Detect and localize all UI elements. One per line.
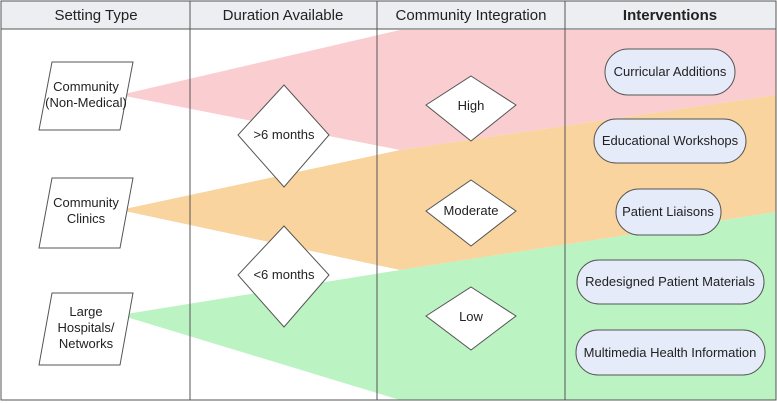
intervention-patient-liaisons: Patient Liaisons [615, 188, 722, 236]
duration-more-than-6-months: >6 months [237, 84, 330, 188]
svg-text:Curricular Additions: Curricular Additions [614, 64, 727, 79]
svg-text:Hospitals/: Hospitals/ [57, 320, 114, 335]
svg-text:High: High [458, 98, 485, 113]
setting-community-non-medical: Community (Non-Medical) [38, 61, 134, 131]
svg-text:>6 months: >6 months [253, 127, 315, 142]
svg-text:(Non-Medical): (Non-Medical) [45, 95, 127, 110]
svg-text:Redesigned Patient Materials: Redesigned Patient Materials [585, 274, 755, 289]
svg-text:Multimedia Health Information: Multimedia Health Information [584, 345, 757, 360]
svg-text:Clinics: Clinics [67, 211, 106, 226]
svg-text:Patient Liaisons: Patient Liaisons [622, 204, 714, 219]
integration-low: Low [425, 286, 517, 351]
setting-community-clinics: Community Clinics [38, 177, 134, 249]
setting-large-hospitals-networks: Large Hospitals/ Networks [38, 292, 134, 366]
intervention-redesigned-patient-materials: Redesigned Patient Materials [576, 259, 765, 305]
intervention-multimedia-health-information: Multimedia Health Information [575, 329, 766, 376]
header-interventions: Interventions [623, 7, 717, 24]
intervention-educational-workshops: Educational Workshops [593, 118, 747, 164]
svg-text:Educational Workshops: Educational Workshops [602, 133, 739, 148]
header-community-integration: Community Integration [396, 7, 547, 24]
header-duration-available: Duration Available [223, 7, 344, 24]
header-setting-type: Setting Type [54, 7, 137, 24]
intervention-curricular-additions: Curricular Additions [604, 48, 736, 96]
svg-text:Moderate: Moderate [444, 203, 499, 218]
svg-text:Networks: Networks [59, 336, 114, 351]
integration-high: High [425, 75, 517, 142]
svg-text:Community: Community [53, 79, 119, 94]
duration-less-than-6-months: <6 months [237, 225, 330, 328]
integration-moderate: Moderate [425, 179, 517, 247]
header-band [1, 1, 776, 29]
svg-text:Large: Large [69, 304, 102, 319]
svg-text:Community: Community [53, 195, 119, 210]
svg-text:<6 months: <6 months [253, 267, 315, 282]
svg-text:Low: Low [459, 309, 483, 324]
